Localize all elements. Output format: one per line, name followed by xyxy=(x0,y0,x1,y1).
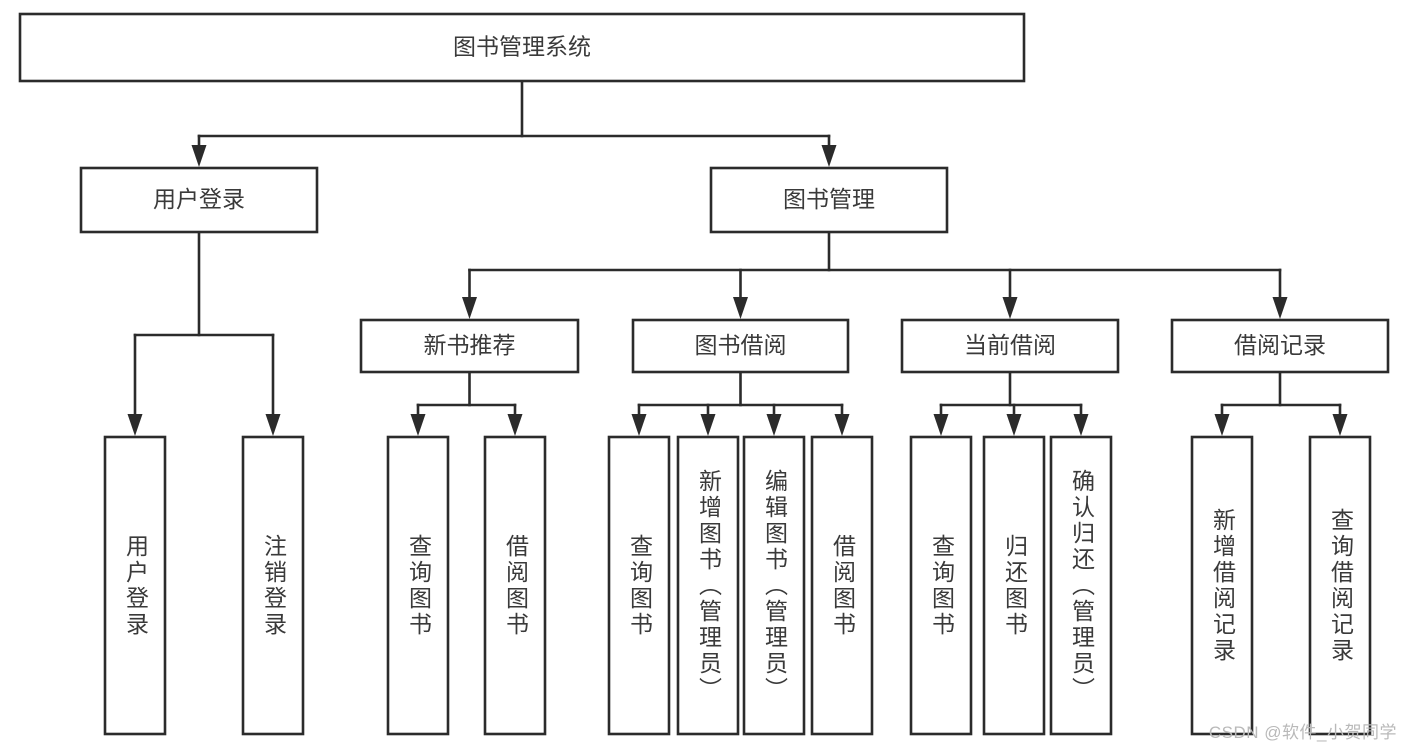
node-label-user-login: 用户登录 xyxy=(153,186,245,212)
node-leaf-query-book-1[interactable]: 查询图书 xyxy=(388,437,448,734)
node-leaf-query-book-3[interactable]: 查询图书 xyxy=(911,437,971,734)
node-box-leaf-logout[interactable] xyxy=(241,435,305,736)
node-label-leaf-edit-book: 编辑图书（管理员） xyxy=(761,468,788,703)
node-label-book-borrow: 图书借阅 xyxy=(695,332,787,358)
node-label-new-book-rec: 新书推荐 xyxy=(424,332,516,358)
node-box-user-login[interactable] xyxy=(79,166,319,234)
node-leaf-add-record[interactable]: 新增借阅记录 xyxy=(1192,437,1252,734)
arrow-head-leaf-return-book xyxy=(1006,414,1022,436)
node-box-new-book-rec[interactable] xyxy=(359,318,580,374)
csdn-watermark: CSDN @软件_小贺同学 xyxy=(1208,723,1397,742)
arrow-head-leaf-borrow-book-1 xyxy=(507,414,523,436)
node-box-leaf-edit-book[interactable] xyxy=(742,435,806,736)
node-box-leaf-query-book-1[interactable] xyxy=(386,435,450,736)
arrow-head-leaf-confirm-return xyxy=(1073,414,1089,436)
node-label-leaf-query-record: 查询借阅记录 xyxy=(1327,507,1354,664)
arrow-head-leaf-query-book-3 xyxy=(933,414,949,436)
node-label-leaf-add-record: 新增借阅记录 xyxy=(1209,507,1236,664)
arrow-head-leaf-borrow-book-2 xyxy=(834,414,850,436)
node-leaf-add-book[interactable]: 新增图书（管理员） xyxy=(678,437,738,734)
node-label-leaf-borrow-book-2: 借阅图书 xyxy=(829,533,856,638)
node-label-borrow-record: 借阅记录 xyxy=(1234,332,1326,358)
node-box-leaf-return-book[interactable] xyxy=(982,435,1046,736)
node-leaf-borrow-book-1[interactable]: 借阅图书 xyxy=(485,437,545,734)
node-label-leaf-add-book: 新增图书（管理员） xyxy=(695,468,722,703)
arrow-head-new-book-rec xyxy=(462,297,477,319)
arrow-head-leaf-add-book xyxy=(700,414,716,436)
node-box-leaf-borrow-book-2[interactable] xyxy=(810,435,874,736)
node-label-root: 图书管理系统 xyxy=(453,34,591,60)
node-label-book-manage: 图书管理 xyxy=(783,186,875,212)
node-label-leaf-query-book-3: 查询图书 xyxy=(928,533,955,638)
node-label-leaf-query-book-2: 查询图书 xyxy=(626,533,653,638)
node-leaf-user-login[interactable]: 用户登录 xyxy=(105,437,165,734)
arrow-head-leaf-query-record xyxy=(1332,414,1348,436)
arrow-head-borrow-record xyxy=(1272,297,1288,319)
node-box-leaf-user-login[interactable] xyxy=(103,435,167,736)
node-label-current-borrow: 当前借阅 xyxy=(964,332,1056,358)
arrow-head-leaf-user-login xyxy=(127,414,143,436)
node-label-leaf-confirm-return: 确认归还（管理员） xyxy=(1068,468,1095,703)
node-label-leaf-user-login: 用户登录 xyxy=(122,533,149,638)
node-box-book-manage[interactable] xyxy=(709,166,949,234)
node-box-book-borrow[interactable] xyxy=(631,318,850,374)
connector-layer xyxy=(127,79,1348,436)
node-leaf-borrow-book-2[interactable]: 借阅图书 xyxy=(812,437,872,734)
node-leaf-query-book-2[interactable]: 查询图书 xyxy=(609,437,669,734)
arrow-head-current-borrow xyxy=(1002,297,1018,319)
arrow-head-leaf-edit-book xyxy=(766,414,782,436)
node-box-leaf-query-record[interactable] xyxy=(1308,435,1372,736)
node-leaf-edit-book[interactable]: 编辑图书（管理员） xyxy=(744,437,804,734)
arrow-head-book-manage xyxy=(821,145,837,167)
arrow-head-leaf-logout xyxy=(265,414,281,436)
node-label-leaf-borrow-book-1: 借阅图书 xyxy=(502,533,529,638)
node-box-leaf-borrow-book-1[interactable] xyxy=(483,435,547,736)
arrow-head-leaf-query-book-1 xyxy=(410,414,426,436)
arrow-head-leaf-add-record xyxy=(1214,414,1230,436)
node-box-layer xyxy=(18,12,1390,736)
arrow-head-book-borrow xyxy=(733,297,748,319)
node-box-root[interactable] xyxy=(18,12,1026,83)
node-label-leaf-query-book-1: 查询图书 xyxy=(405,533,432,638)
node-box-current-borrow[interactable] xyxy=(900,318,1120,374)
node-leaf-confirm-return[interactable]: 确认归还（管理员） xyxy=(1051,437,1111,734)
node-leaf-logout[interactable]: 注销登录 xyxy=(243,437,303,734)
node-label-leaf-logout: 注销登录 xyxy=(260,533,287,638)
node-box-leaf-add-record[interactable] xyxy=(1190,435,1254,736)
node-box-leaf-query-book-3[interactable] xyxy=(909,435,973,736)
node-leaf-query-record[interactable]: 查询借阅记录 xyxy=(1310,437,1370,734)
node-box-leaf-query-book-2[interactable] xyxy=(607,435,671,736)
arrow-head-user-login xyxy=(191,145,207,167)
node-box-leaf-add-book[interactable] xyxy=(676,435,740,736)
node-box-borrow-record[interactable] xyxy=(1170,318,1390,374)
node-label-leaf-return-book: 归还图书 xyxy=(1001,533,1028,638)
node-leaf-return-book[interactable]: 归还图书 xyxy=(984,437,1044,734)
node-box-leaf-confirm-return[interactable] xyxy=(1049,435,1113,736)
arrow-head-leaf-query-book-2 xyxy=(631,414,647,436)
